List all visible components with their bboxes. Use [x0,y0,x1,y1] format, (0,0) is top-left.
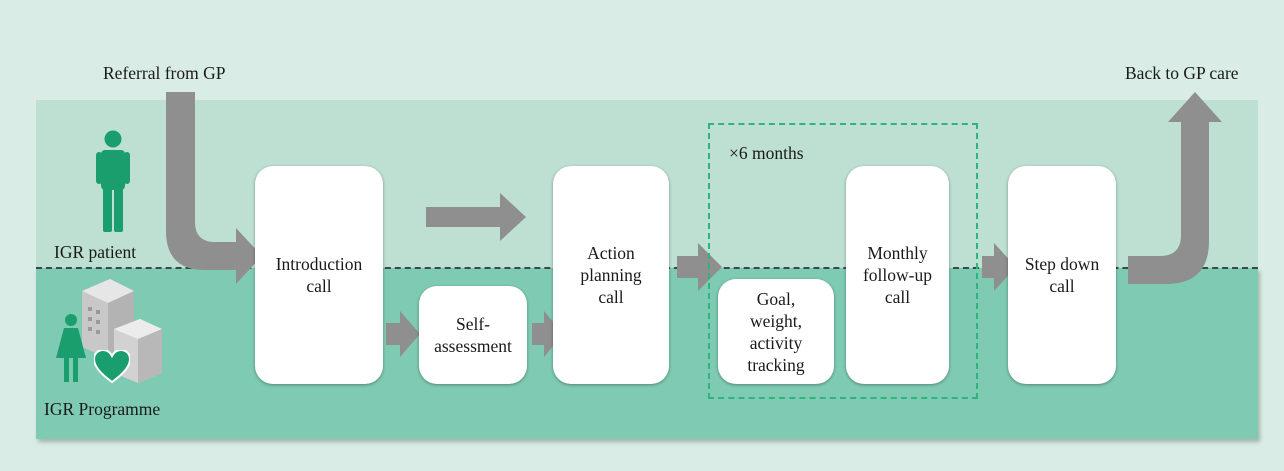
referral-label: Referral from GP [103,63,226,83]
introduction-call-label: Introduction call [275,254,363,296]
arrow-to-monthly [677,243,722,291]
arrow-to-action [532,311,563,357]
step-down-label: Step down call [1024,254,1100,296]
woman-icon [56,314,86,382]
self-assessment-label: Self-assessment [434,314,512,356]
introduction-call-box: Introduction call [255,166,383,384]
step-down-box: Step down call [1008,166,1116,384]
back-to-gp-label: Back to GP care [1125,63,1239,83]
person-icon [96,130,130,232]
tracking-box: Goal, weight, activity tracking [718,279,834,384]
self-assessment-box: Self-assessment [419,286,527,384]
arrow-to-stepdown [982,243,1016,291]
back-to-gp-arrow [1128,92,1222,284]
repeat-group [708,123,978,399]
action-planning-label: Action planning call [580,243,642,307]
tracking-label: Goal, weight, activity tracking [747,288,805,375]
arrow-to-self [386,311,420,357]
building-icon [82,279,162,383]
monthly-followup-label: Monthly follow-up call [862,243,933,307]
arrow-upper [426,193,526,241]
action-planning-box: Action planning call [553,166,669,384]
referral-arrow [166,92,262,284]
repeat-label: ×6 months [729,143,804,163]
heart-icon [94,350,130,384]
igr-programme-label: IGR Programme [44,399,161,419]
igr-patient-label: IGR patient [54,242,137,262]
monthly-followup-box: Monthly follow-up call [846,166,949,384]
